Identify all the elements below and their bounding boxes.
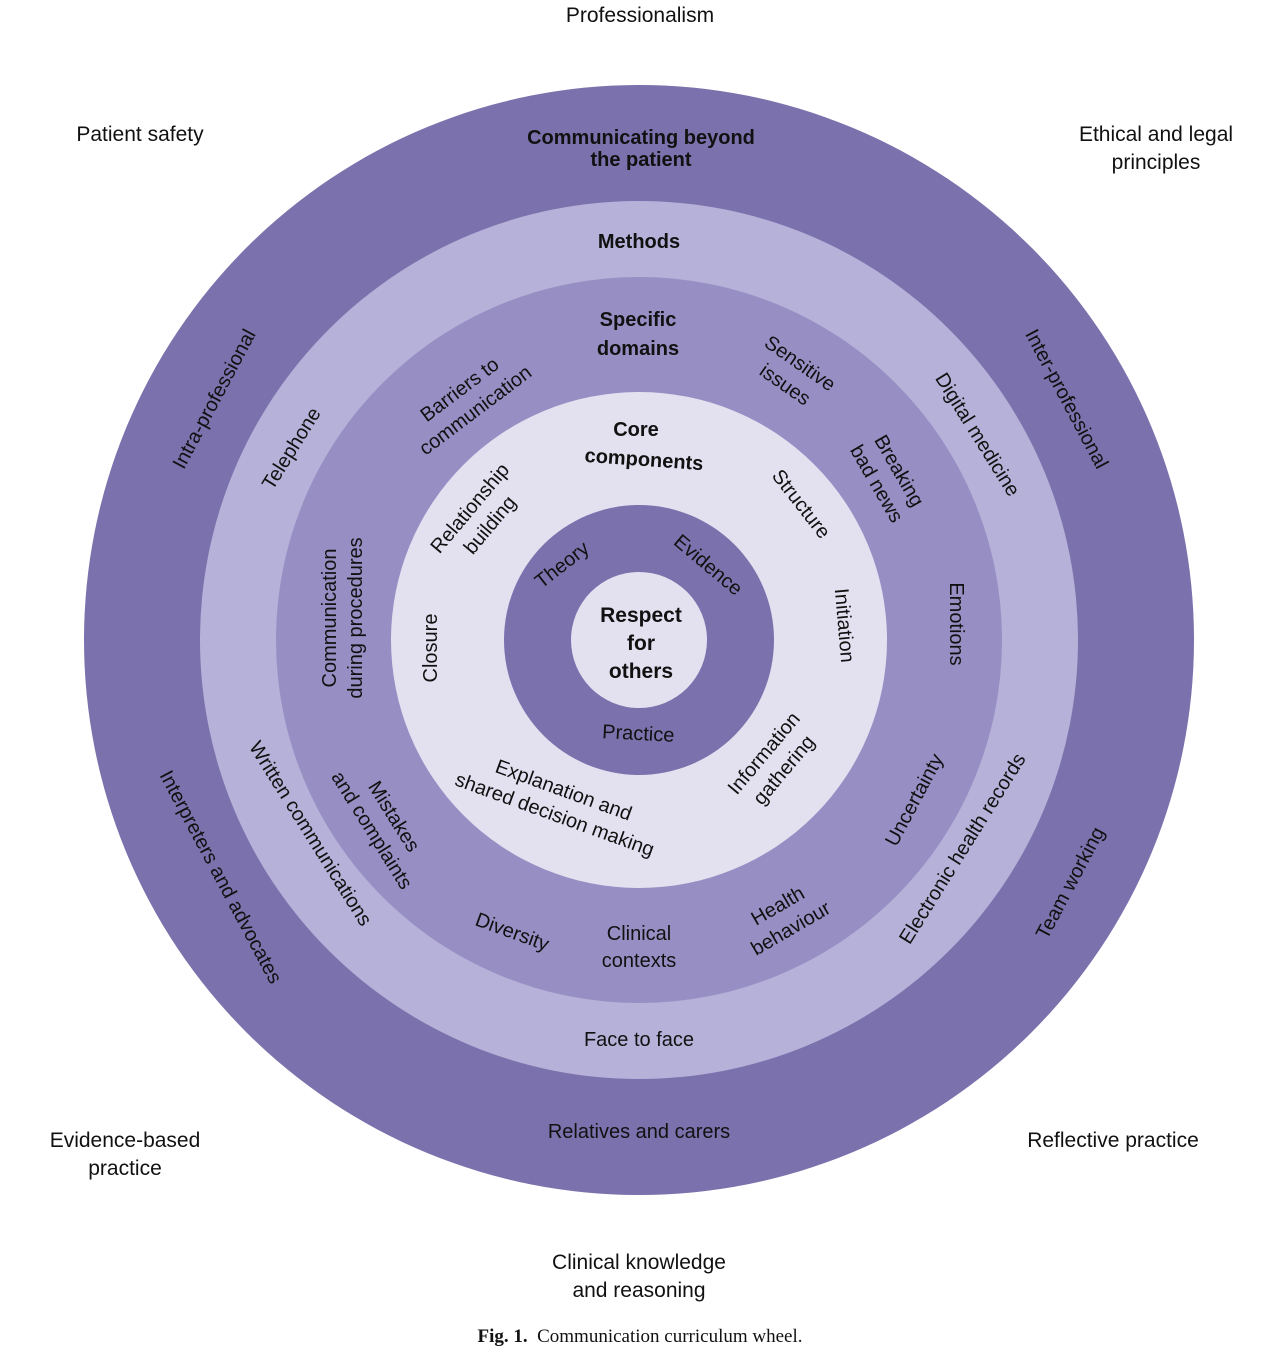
foundation-practice: Practice (602, 721, 675, 747)
domain-communication-procedures: Communication during procedures (319, 537, 367, 698)
ring-item-text-line: during procedures (345, 537, 367, 698)
ring-item-text-line: Communication (319, 549, 341, 688)
core-components-title-line-1: Core (613, 419, 659, 441)
caption-text: Communication curriculum wheel. (537, 1326, 803, 1347)
center-circle (571, 572, 707, 708)
outer-label-patient-safety: Patient safety (76, 123, 204, 146)
ring-item-text-line: Clinical (607, 923, 671, 945)
ring-item-text-line: Closure (420, 614, 442, 683)
curriculum-wheel: Respect for others Communicating beyond … (84, 85, 1194, 1195)
specific-domains-title-line-1: Specific (600, 309, 677, 331)
outer-label-clinical-knowledge: Clinical knowledge and reasoning (552, 1251, 726, 1302)
center-label-line-3: others (609, 660, 673, 683)
beyond-patient-title-line-1: Communicating beyond (527, 127, 755, 149)
ring-item-text-line: Emotions (945, 582, 967, 665)
outer-label-reflective-practice: Reflective practice (1027, 1129, 1199, 1152)
item-relatives-carers: Relatives and carers (548, 1121, 730, 1143)
figure-caption: Fig. 1. Communication curriculum wheel. (0, 1326, 1280, 1348)
center-label-line-1: Respect (600, 604, 682, 627)
item-face-to-face: Face to face (584, 1029, 694, 1051)
caption-prefix: Fig. 1. (477, 1326, 528, 1347)
beyond-patient-title-line-2: the patient (590, 149, 691, 171)
specific-domains-title-line-2: domains (597, 338, 679, 360)
domain-clinical-contexts: Clinical contexts (602, 923, 676, 972)
methods-title: Methods (598, 231, 680, 253)
outer-label-professionalism: Professionalism (565, 4, 715, 27)
ring-item-text-line: contexts (602, 950, 676, 972)
domain-emotions: Emotions (945, 582, 967, 665)
core-closure: Closure (420, 614, 442, 683)
outer-label-evidence-based: Evidence-based practice (49, 1129, 201, 1180)
center-label-line-2: for (627, 632, 655, 655)
outer-label-ethical-legal: Ethical and legal principles (1078, 123, 1234, 174)
